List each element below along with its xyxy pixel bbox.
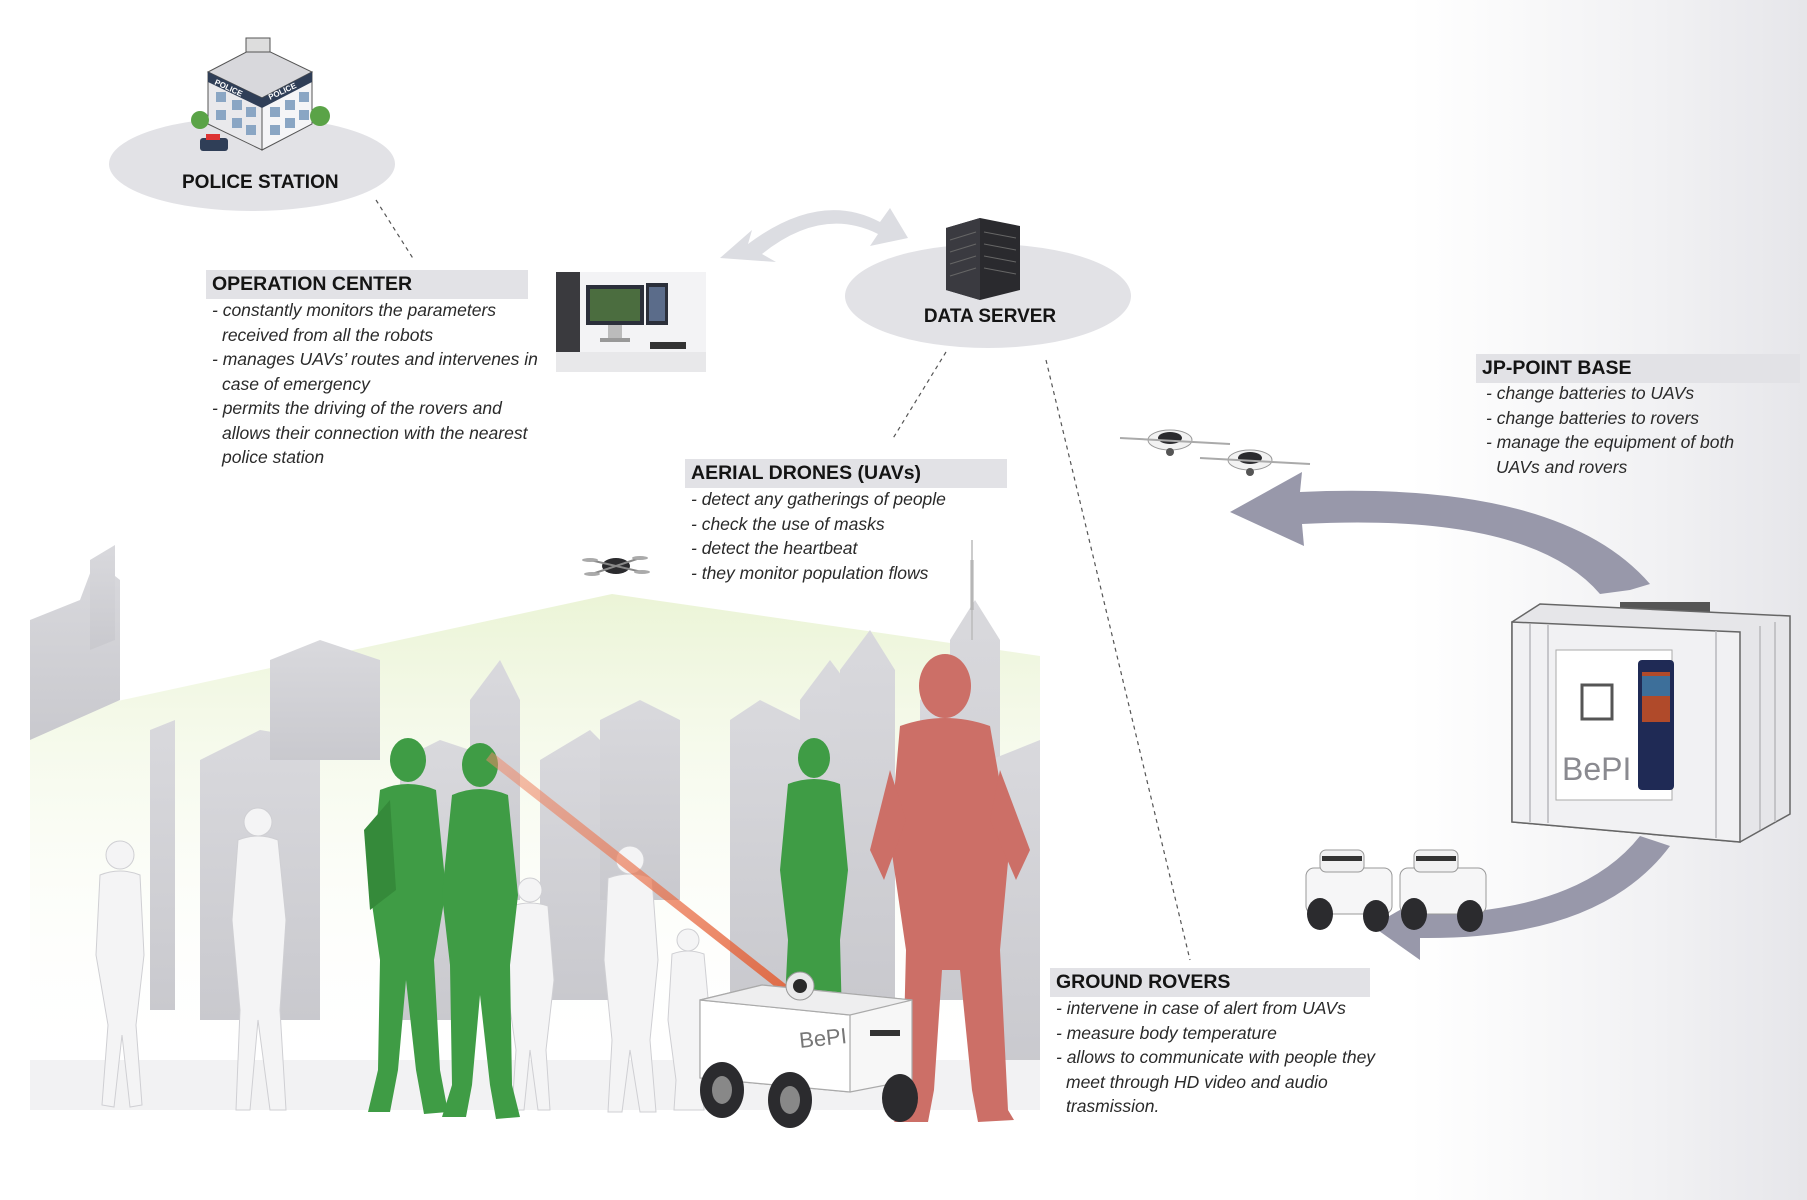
ground-rovers-item: intervene in case of alert from UAVs bbox=[1056, 996, 1386, 1021]
ground-rovers-label: GROUND ROVERS bbox=[1050, 968, 1370, 997]
monitor-desk-icon bbox=[556, 272, 706, 372]
container-base-icon bbox=[1511, 602, 1791, 843]
bidirectional-arrow-icon bbox=[720, 208, 908, 262]
arrow-to-rovers bbox=[1372, 836, 1670, 960]
jp-point-base-item: manage the equipment of both UAVs and ro… bbox=[1486, 430, 1776, 479]
laser-beam bbox=[486, 752, 798, 1000]
white-people bbox=[95, 807, 711, 1113]
jp-point-base-item: change batteries to UAVs bbox=[1486, 381, 1776, 406]
aerial-drones-item: detect any gatherings of people bbox=[691, 487, 1021, 512]
ground-rovers-item: measure body temperature bbox=[1056, 1021, 1386, 1046]
dashed-connectors bbox=[375, 199, 1191, 961]
ground-rovers-item: allows to communicate with people they m… bbox=[1056, 1045, 1386, 1119]
aerial-drones-item: check the use of masks bbox=[691, 512, 1021, 537]
base-rovers bbox=[1305, 849, 1487, 932]
operation-center-item: constantly monitors the parameters recei… bbox=[212, 298, 542, 347]
aerial-drones-item: detect the heartbeat bbox=[691, 536, 1021, 561]
base-drones bbox=[1119, 429, 1311, 476]
operation-center-list: constantly monitors the parameters recei… bbox=[212, 298, 542, 470]
ground-rovers-list: intervene in case of alert from UAVs mea… bbox=[1056, 996, 1386, 1119]
ground-rover-icon bbox=[699, 971, 918, 1128]
rover-brand-label: BePI bbox=[798, 1023, 848, 1053]
operation-center-label: OPERATION CENTER bbox=[206, 270, 528, 299]
operation-center-item: manages UAVs’ routes and intervenes in c… bbox=[212, 347, 542, 396]
police-station-ellipse bbox=[109, 117, 395, 211]
arrow-to-uavs bbox=[1230, 472, 1650, 594]
aerial-drones-item: they monitor population flows bbox=[691, 561, 1021, 586]
jp-point-base-item: change batteries to rovers bbox=[1486, 406, 1776, 431]
data-server-title: DATA SERVER bbox=[923, 306, 1057, 327]
aerial-drones-list: detect any gatherings of people check th… bbox=[691, 487, 1021, 585]
container-brand-label: BePI bbox=[1562, 751, 1631, 787]
police-station-title: POLICE STATION bbox=[182, 172, 339, 193]
server-rack-icon bbox=[946, 218, 1020, 300]
jp-point-base-label: JP-POINT BASE bbox=[1476, 354, 1800, 383]
aerial-drones-label: AERIAL DRONES (UAVs) bbox=[685, 459, 1007, 488]
police-building-icon bbox=[191, 37, 330, 151]
jp-point-base-list: change batteries to UAVs change batterie… bbox=[1486, 381, 1776, 479]
uav-drone-icon bbox=[582, 556, 650, 576]
operation-center-item: permits the driving of the rovers and al… bbox=[212, 396, 542, 470]
alert-person bbox=[870, 654, 1030, 1122]
